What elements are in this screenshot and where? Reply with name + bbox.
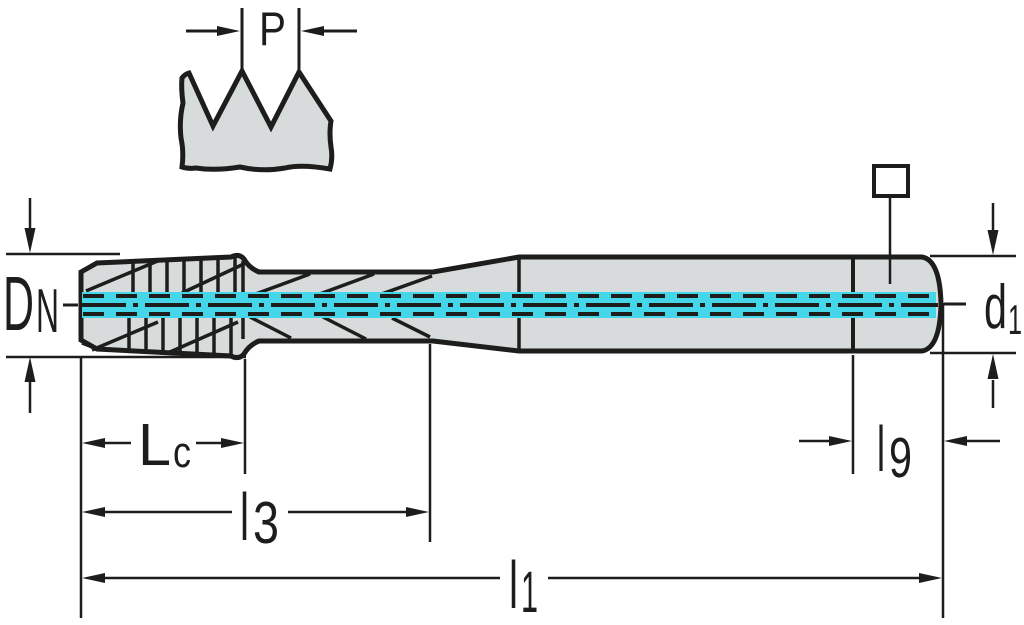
pitch-arrow-left	[217, 26, 240, 36]
d1-arrow-down	[987, 230, 999, 255]
l9-label-sub: 9	[889, 426, 912, 490]
l1-label: l	[509, 548, 518, 623]
l9-arrow-left	[829, 436, 852, 446]
l1-arrow-left	[82, 573, 105, 583]
thread-profile-shape	[177, 65, 335, 173]
pitch-label: P	[259, 2, 286, 55]
l3-arrow-right	[406, 507, 429, 517]
dn-arrow-down	[24, 228, 36, 253]
d1-dimension: d 1	[930, 203, 1022, 408]
dn-label: D	[3, 261, 34, 347]
lc-label: L	[138, 412, 171, 478]
d1-label-sub: 1	[1008, 296, 1022, 343]
l9-label: l	[877, 413, 885, 485]
dn-dimension: D N	[3, 198, 246, 413]
dn-label-sub: N	[36, 277, 59, 346]
l3-dimension: l 3	[82, 480, 429, 556]
square-drive-callout	[872, 164, 910, 284]
l3-arrow-left	[82, 507, 105, 517]
lc-label-sub: c	[173, 428, 191, 477]
l1-arrow-right	[919, 573, 942, 583]
l1-dimension: l 1	[82, 548, 942, 625]
pitch-arrow-right	[301, 26, 324, 36]
thread-hatching	[81, 257, 433, 356]
d1-label: d	[984, 273, 1007, 342]
axis-group	[63, 292, 966, 318]
l1-label-sub: 1	[521, 560, 538, 625]
lc-arrow-left	[82, 438, 105, 448]
l9-dimension: l 9	[799, 413, 1000, 490]
thread-profile-detail: P	[177, 2, 357, 173]
square-drive-icon	[872, 164, 910, 198]
extension-lines	[79, 303, 945, 618]
pitch-dimension: P	[186, 2, 357, 69]
l3-label: l	[240, 480, 249, 555]
l9-arrow-right	[944, 436, 967, 446]
d1-arrow-up	[987, 354, 999, 379]
lc-arrow-right	[221, 438, 244, 448]
l3-label-sub: 3	[253, 490, 279, 556]
lc-dimension: L c	[82, 412, 244, 478]
dn-arrow-up	[24, 357, 36, 382]
